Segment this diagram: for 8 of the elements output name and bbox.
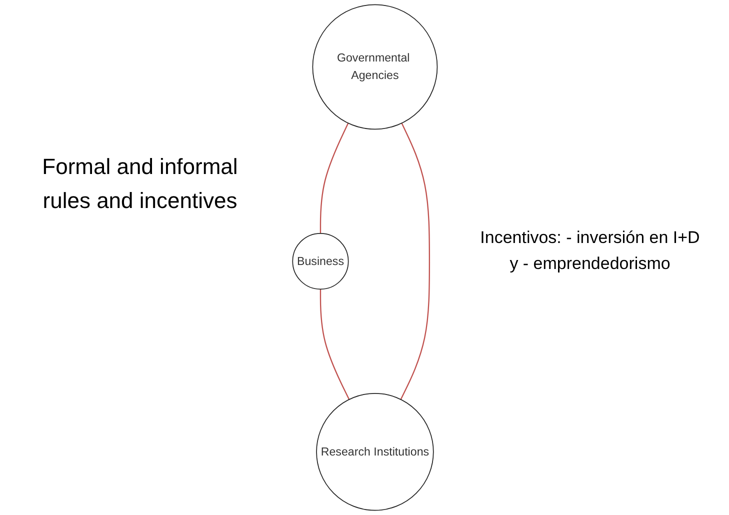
connector <box>319 289 350 400</box>
center-note: Incentivos: - inversión en I+D y - emprendedorismo <box>480 227 700 275</box>
node-circle: Governmental Agencies <box>312 4 438 130</box>
annotation-text: Formal and informal rules and incentives <box>41 153 239 215</box>
node-circle: Business <box>292 233 348 290</box>
connector <box>319 122 348 234</box>
node-circle: Research Institutions <box>316 393 434 511</box>
connector <box>400 122 430 400</box>
